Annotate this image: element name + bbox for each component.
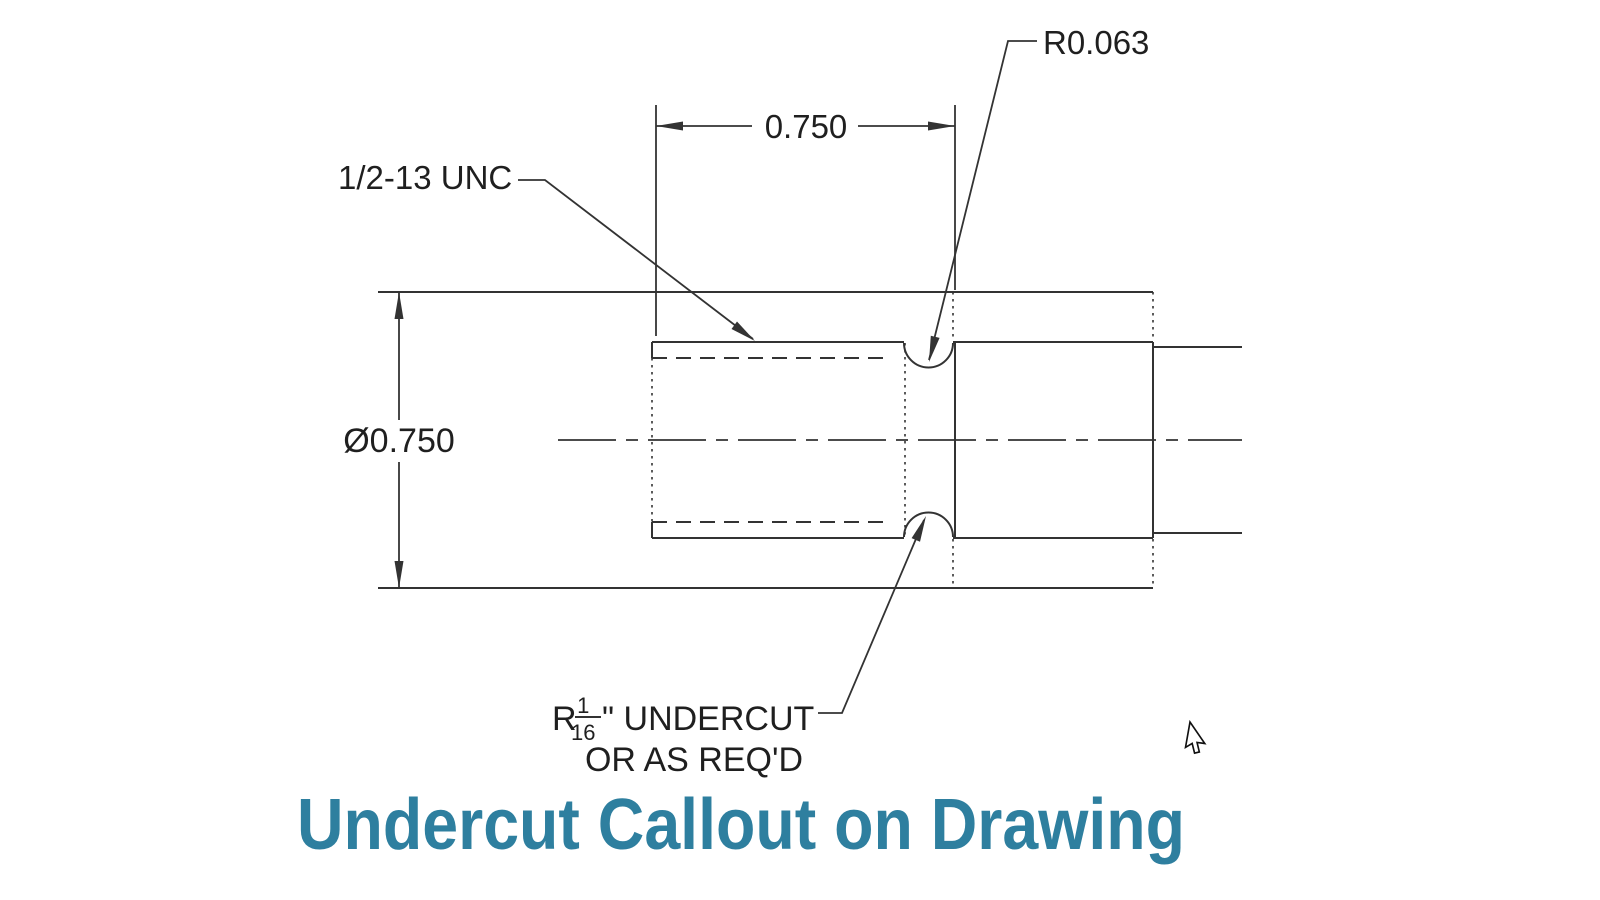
radius-callout-text: R0.063: [1043, 24, 1149, 61]
undercut-leader-arrow: [911, 516, 926, 542]
dim-arrow-right: [928, 121, 955, 131]
radius-callout-group: R0.063: [928, 24, 1149, 362]
undercut-note-line1: R 1 16 " UNDERCUT: [552, 683, 814, 748]
undercut-frac-denominator: 16: [571, 720, 595, 745]
thread-leader-arrow: [731, 321, 755, 341]
undercut-suffix: " UNDERCUT: [602, 700, 814, 738]
arrow-pointer-icon: [1184, 719, 1207, 755]
part-outline: [378, 291, 1242, 589]
dim-arrow-left: [656, 121, 683, 131]
undercut-groove-bottom: [903, 511, 954, 538]
radius-leader-arrow: [929, 335, 940, 362]
thread-callout-text: 1/2-13 UNC: [338, 159, 512, 196]
radius-leader-line: [928, 40, 1037, 361]
dia-arrow-top: [394, 292, 404, 319]
thread-callout-group: 1/2-13 UNC: [338, 159, 755, 341]
undercut-note-group: R 1 16 " UNDERCUT OR AS REQ'D: [552, 516, 926, 779]
thread-leader-line: [518, 179, 754, 340]
cursor-arrow-shape: [1184, 719, 1207, 755]
length-dimension: 0.750: [655, 105, 956, 336]
length-dim-text: 0.750: [765, 108, 848, 145]
undercut-frac-numerator: 1: [577, 693, 589, 718]
undercut-groove-top: [903, 342, 954, 369]
undercut-leader-line: [818, 519, 925, 714]
dia-arrow-bottom: [394, 561, 404, 588]
undercut-note-line2: OR AS REQ'D: [585, 741, 803, 779]
undercut-prefix: R: [552, 700, 577, 738]
diameter-dim-text: Ø0.750: [343, 422, 455, 460]
diameter-dimension: Ø0.750: [343, 292, 455, 588]
page-title: Undercut Callout on Drawing: [297, 785, 1185, 865]
